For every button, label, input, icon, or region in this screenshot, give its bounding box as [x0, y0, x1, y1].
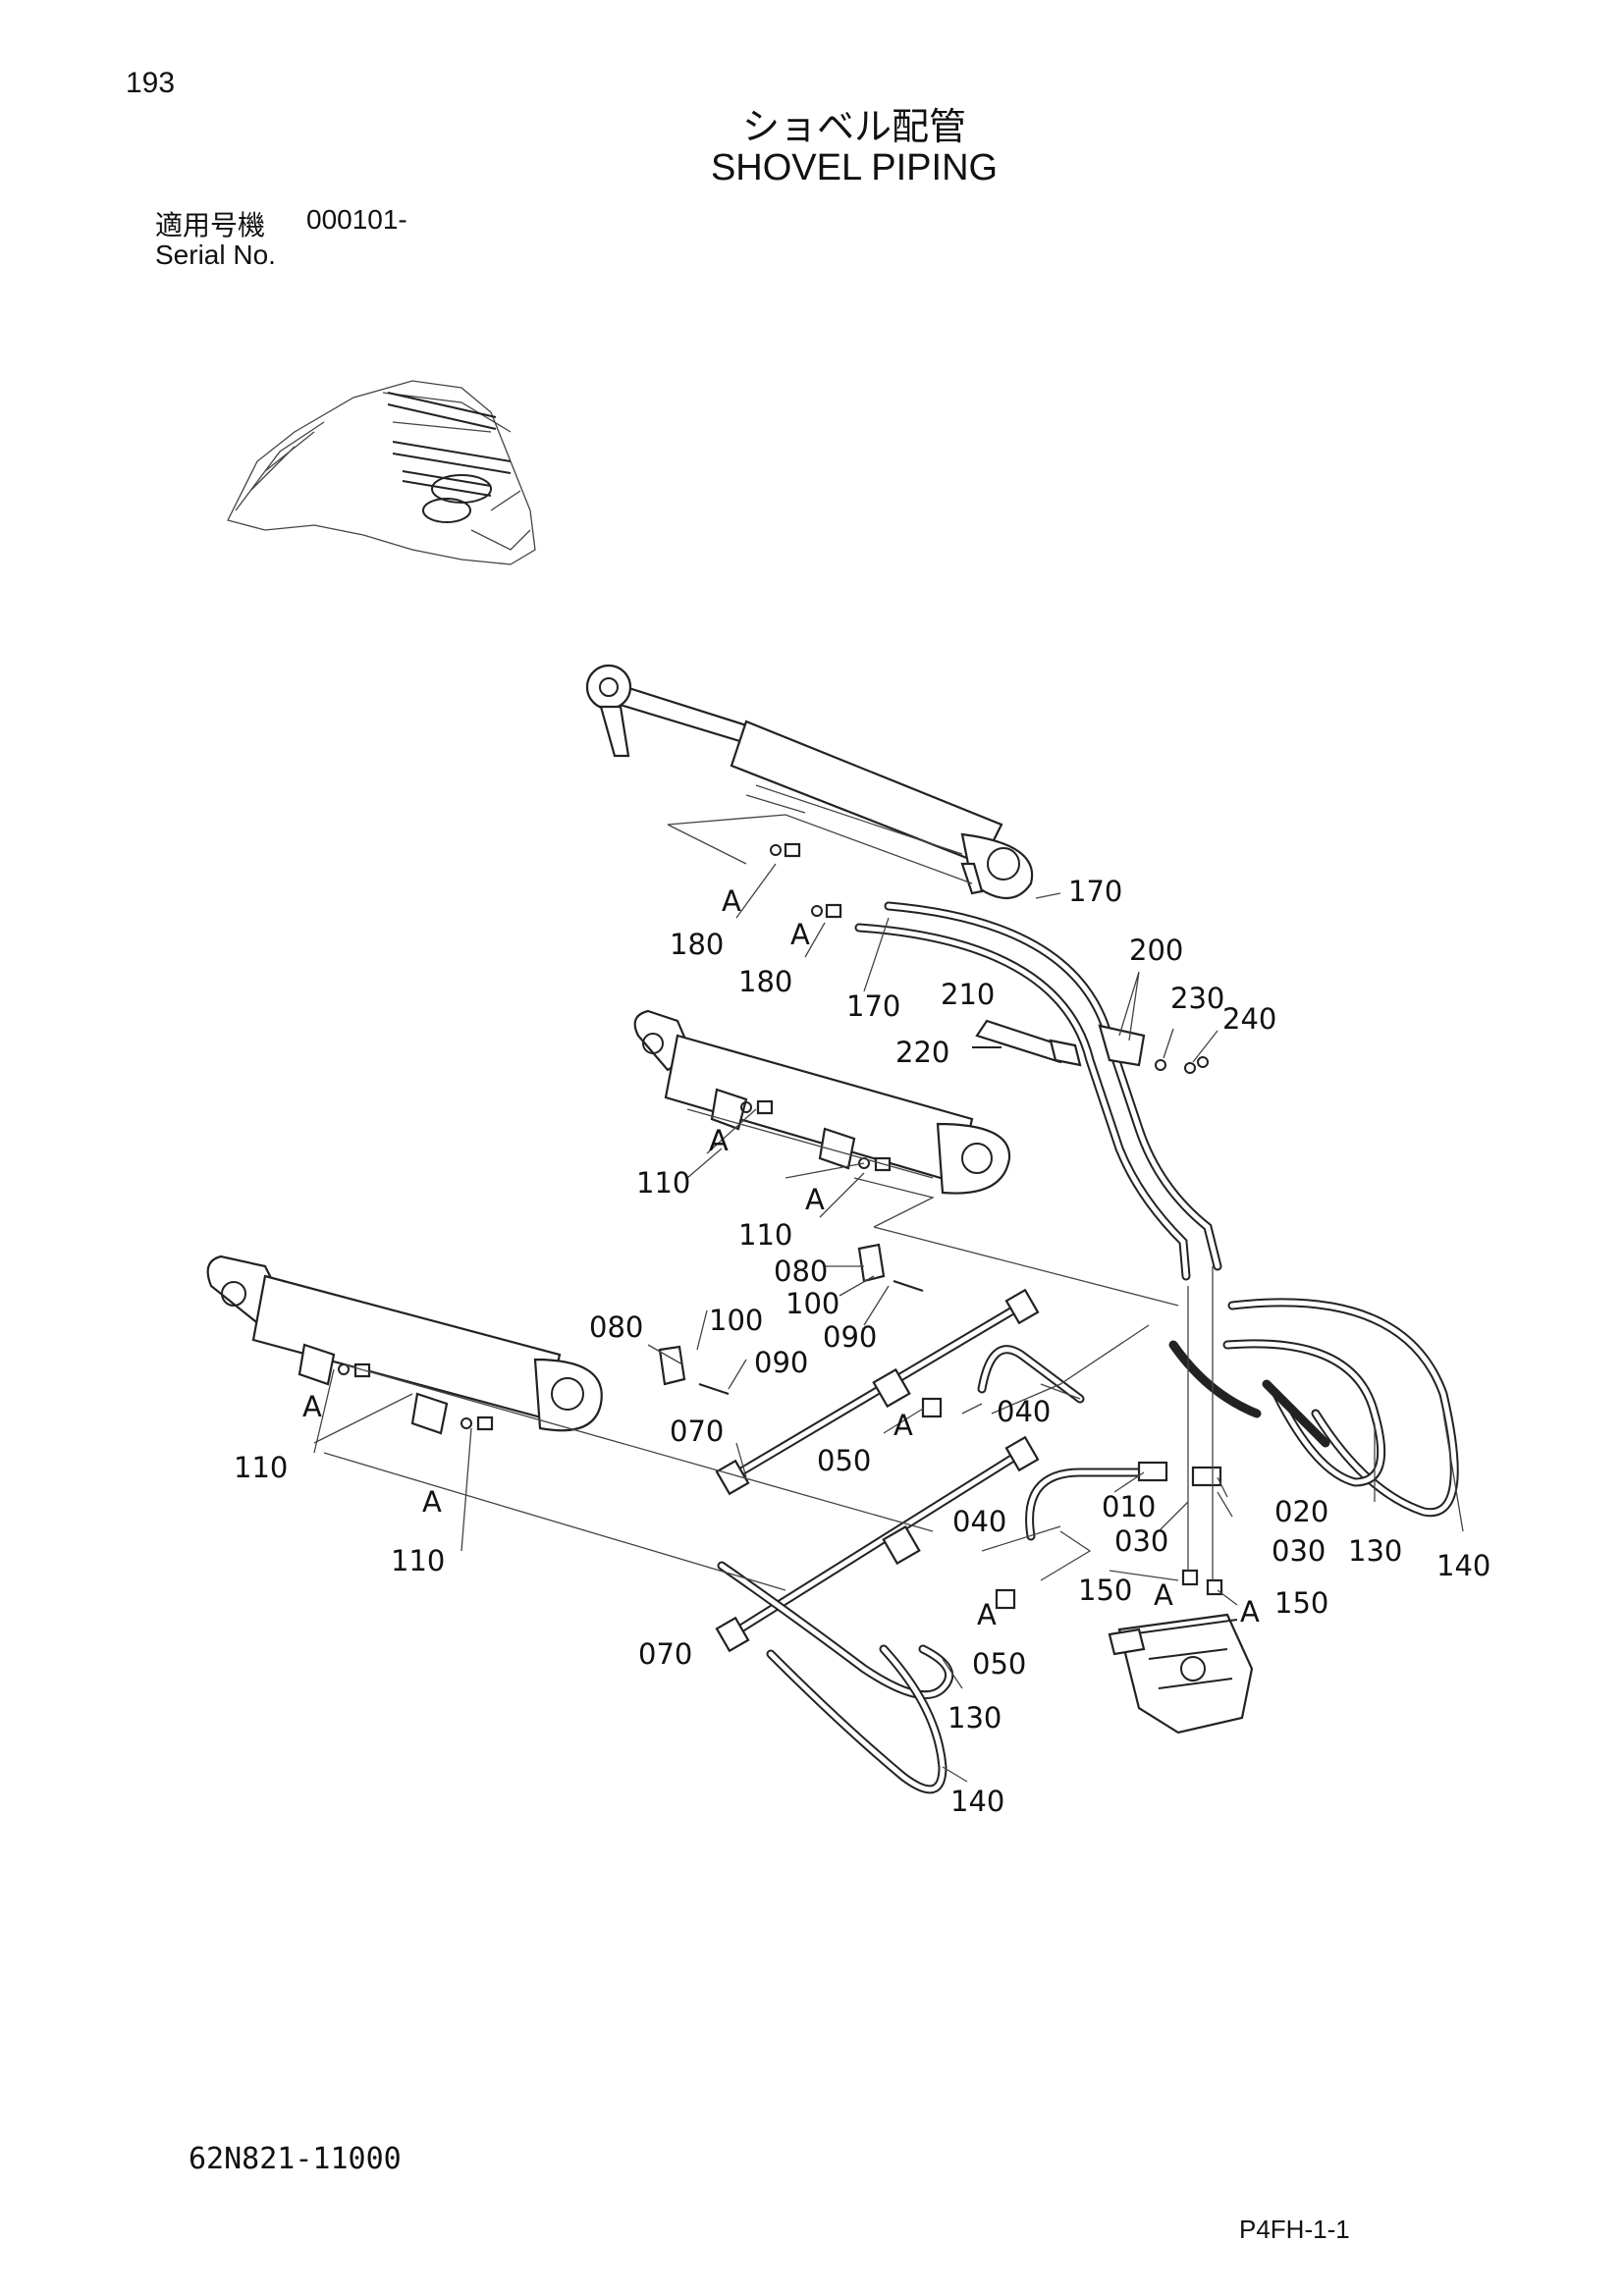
cylinder-port-fittings: [338, 842, 1016, 1610]
control-valve: [1108, 1613, 1254, 1735]
view-marker-a: A: [422, 1485, 442, 1519]
view-marker-a: A: [709, 1124, 729, 1157]
elbow-fittings: [1137, 1266, 1223, 1596]
upper-shovel-cylinder: [585, 664, 1034, 899]
serial-number-value: 000101-: [306, 204, 407, 235]
callout-010: 010: [1102, 1490, 1156, 1523]
view-marker-a: A: [805, 1183, 825, 1216]
callout-040: 040: [952, 1505, 1006, 1538]
callout-030: 030: [1114, 1524, 1168, 1558]
callout-180: 180: [738, 965, 792, 998]
middle-shovel-cylinder: [633, 1009, 1011, 1195]
callout-100: 100: [785, 1287, 839, 1320]
view-marker-a: A: [1154, 1578, 1173, 1612]
callout-020: 020: [1274, 1495, 1328, 1528]
view-marker-a: A: [1240, 1595, 1260, 1629]
callout-070: 070: [670, 1415, 724, 1448]
callout-140: 140: [1436, 1549, 1490, 1582]
page-title: SHOVEL PIPING: [710, 147, 999, 188]
callout-240: 240: [1222, 1002, 1276, 1036]
callout-labels: 170 170 180 180 200 210 220 230 240 110 …: [234, 875, 1490, 1818]
callout-110: 110: [234, 1451, 288, 1484]
callout-090: 090: [754, 1346, 808, 1379]
lower-shovel-cylinder: [206, 1255, 603, 1435]
callout-110: 110: [391, 1544, 445, 1577]
bracket-210: [972, 1019, 1209, 1074]
callout-110: 110: [738, 1218, 792, 1252]
callout-230: 230: [1170, 982, 1224, 1015]
page-number: 193: [126, 67, 176, 99]
callout-170: 170: [1068, 875, 1122, 908]
view-marker-a: A: [977, 1598, 997, 1631]
view-markers: A A A A A A A A A A: [302, 884, 1260, 1631]
callout-210: 210: [941, 978, 995, 1011]
callout-110: 110: [636, 1166, 690, 1200]
callout-150: 150: [1274, 1586, 1328, 1620]
hose-130-140-left: [717, 1561, 954, 1794]
callout-080: 080: [774, 1255, 828, 1288]
callout-090: 090: [823, 1320, 877, 1354]
callout-130: 130: [947, 1701, 1001, 1735]
callout-150: 150: [1078, 1574, 1132, 1607]
view-marker-a: A: [790, 918, 810, 951]
serial-label-japanese: 適用号機: [155, 209, 266, 241]
callout-050: 050: [972, 1647, 1026, 1681]
hose-130-140-right: [1168, 1298, 1459, 1518]
page-reference: P4FH-1-1: [1239, 2215, 1350, 2244]
view-marker-a: A: [722, 884, 741, 918]
callout-050: 050: [817, 1444, 871, 1477]
callout-130: 130: [1348, 1534, 1402, 1568]
callout-200: 200: [1129, 934, 1183, 967]
view-marker-a: A: [302, 1390, 322, 1423]
callout-080: 080: [589, 1310, 643, 1344]
callout-140: 140: [950, 1785, 1004, 1818]
leader-lines: [313, 814, 1464, 1783]
view-marker-a: A: [893, 1409, 913, 1442]
machine-location-thumbnail: [227, 380, 536, 565]
callout-070: 070: [638, 1637, 692, 1671]
callout-030: 030: [1272, 1534, 1326, 1568]
clamp-080: [658, 1243, 924, 1395]
part-code: 62N821-11000: [189, 2142, 402, 2176]
callout-220: 220: [895, 1036, 949, 1069]
page-title-japanese: ショベル配管: [741, 105, 966, 148]
hose-040: [977, 1345, 1144, 1541]
callout-170: 170: [846, 989, 900, 1023]
callout-180: 180: [670, 928, 724, 961]
serial-label: Serial No.: [155, 240, 276, 270]
callout-040: 040: [997, 1395, 1051, 1428]
callout-100: 100: [709, 1304, 763, 1337]
